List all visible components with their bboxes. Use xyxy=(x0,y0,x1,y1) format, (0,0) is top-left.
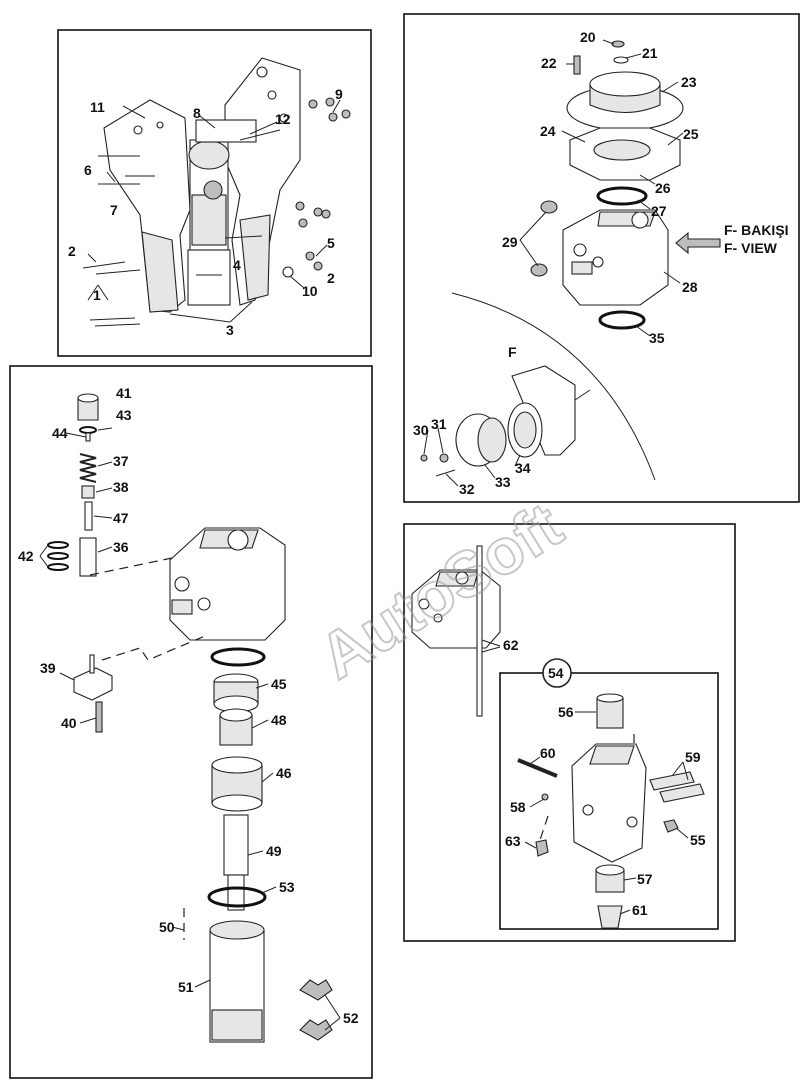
view-label-line1: F- BAKIŞI xyxy=(724,222,789,238)
callout-35: 35 xyxy=(649,330,665,346)
callout-29: 29 xyxy=(502,234,518,250)
callout-58: 58 xyxy=(510,799,526,815)
callout-60: 60 xyxy=(540,745,556,761)
callout-42: 42 xyxy=(18,548,34,564)
callout-51: 51 xyxy=(178,979,194,995)
callout-6: 6 xyxy=(84,162,92,178)
callout-2-right: 2 xyxy=(327,270,335,286)
callout-57: 57 xyxy=(637,871,653,887)
callout-20: 20 xyxy=(580,29,596,45)
callout-48: 48 xyxy=(271,712,287,728)
callout-44: 44 xyxy=(52,425,68,441)
housing-assembly-illustration xyxy=(420,39,721,487)
callout-3: 3 xyxy=(226,322,234,338)
callout-9: 9 xyxy=(335,86,343,102)
callout-52: 52 xyxy=(343,1010,359,1026)
callout-5: 5 xyxy=(327,235,335,251)
panel-housing-view xyxy=(403,13,800,503)
bracket-assembly-illustration xyxy=(82,57,351,327)
panel-mounting-bracket xyxy=(57,29,372,357)
callout-62: 62 xyxy=(503,637,519,653)
valve-exploded-illustration xyxy=(39,393,341,1043)
callout-47: 47 xyxy=(113,510,129,526)
callout-27: 27 xyxy=(651,203,667,219)
callout-4: 4 xyxy=(233,257,241,273)
callout-31: 31 xyxy=(431,416,447,432)
pilot-assembly-illustration xyxy=(411,545,705,929)
callout-39: 39 xyxy=(40,660,56,676)
callout-22: 22 xyxy=(541,55,557,71)
callout-50: 50 xyxy=(159,919,175,935)
callout-25: 25 xyxy=(683,126,699,142)
callout-33: 33 xyxy=(495,474,511,490)
panel-pilot-assembly xyxy=(403,523,736,942)
callout-26: 26 xyxy=(655,180,671,196)
callout-12: 12 xyxy=(275,111,291,127)
callout-21: 21 xyxy=(642,45,658,61)
callout-38: 38 xyxy=(113,479,129,495)
detail-f-label: F xyxy=(508,344,517,360)
callout-36: 36 xyxy=(113,539,129,555)
callout-43: 43 xyxy=(116,407,132,423)
panel-group-54 xyxy=(499,672,719,930)
callout-34: 34 xyxy=(515,460,531,476)
callout-53: 53 xyxy=(279,879,295,895)
callout-45: 45 xyxy=(271,676,287,692)
callout-1: 1 xyxy=(93,287,101,303)
callout-41: 41 xyxy=(116,385,132,401)
callout-40: 40 xyxy=(61,715,77,731)
callout-24: 24 xyxy=(540,123,556,139)
callout-28: 28 xyxy=(682,279,698,295)
callout-10: 10 xyxy=(302,283,318,299)
callout-56: 56 xyxy=(558,704,574,720)
callout-23: 23 xyxy=(681,74,697,90)
callout-8: 8 xyxy=(193,105,201,121)
callout-37: 37 xyxy=(113,453,129,469)
callout-63: 63 xyxy=(505,833,521,849)
callout-30: 30 xyxy=(413,422,429,438)
callout-46: 46 xyxy=(276,765,292,781)
callout-11: 11 xyxy=(90,99,105,115)
callout-2-left: 2 xyxy=(68,243,76,259)
callout-7: 7 xyxy=(110,202,118,218)
callout-49: 49 xyxy=(266,843,282,859)
view-label-line2: F- VIEW xyxy=(724,240,778,256)
callout-55: 55 xyxy=(690,832,706,848)
callout-61: 61 xyxy=(632,902,648,918)
group-54-label: 54 xyxy=(548,665,564,681)
callout-59: 59 xyxy=(685,749,701,765)
watermark: AutoSoft xyxy=(307,489,574,693)
callout-32: 32 xyxy=(459,481,475,497)
panel-valve-exploded xyxy=(9,365,373,1079)
